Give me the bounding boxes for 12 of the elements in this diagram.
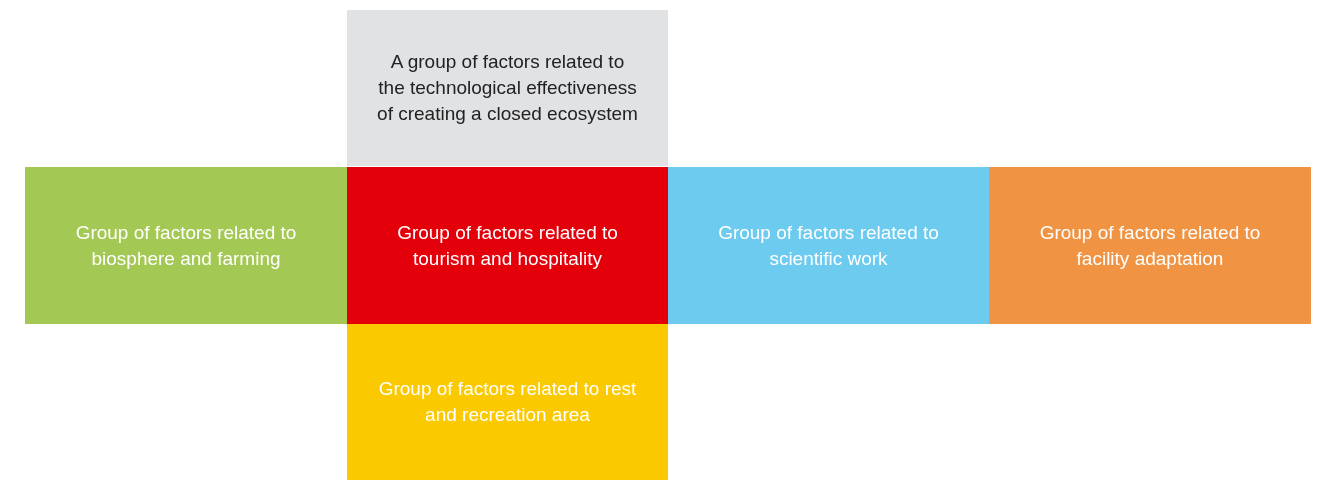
factor-box: [347, 324, 668, 480]
factor-group-text: A group of factors related to the technological effectiveness of creating a closed ecosystem: [377, 50, 638, 126]
factor-group-text: Group of factors related to biosphere and farming: [74, 220, 298, 271]
factor-box: [347, 167, 668, 324]
factor-box: [25, 167, 347, 324]
factor-box: [668, 167, 989, 324]
factor-group-text: Group of factors related to tourism and hospitality: [396, 220, 619, 271]
factor-box: [347, 10, 668, 166]
factor-box: [989, 167, 1311, 324]
factor-group-text: Group of factors related to scientific work: [717, 220, 940, 271]
factor-group-text: Group of factors related to facility adaptation: [1038, 220, 1262, 271]
factor-group-text: Group of factors related to rest and recreation area: [377, 377, 638, 427]
